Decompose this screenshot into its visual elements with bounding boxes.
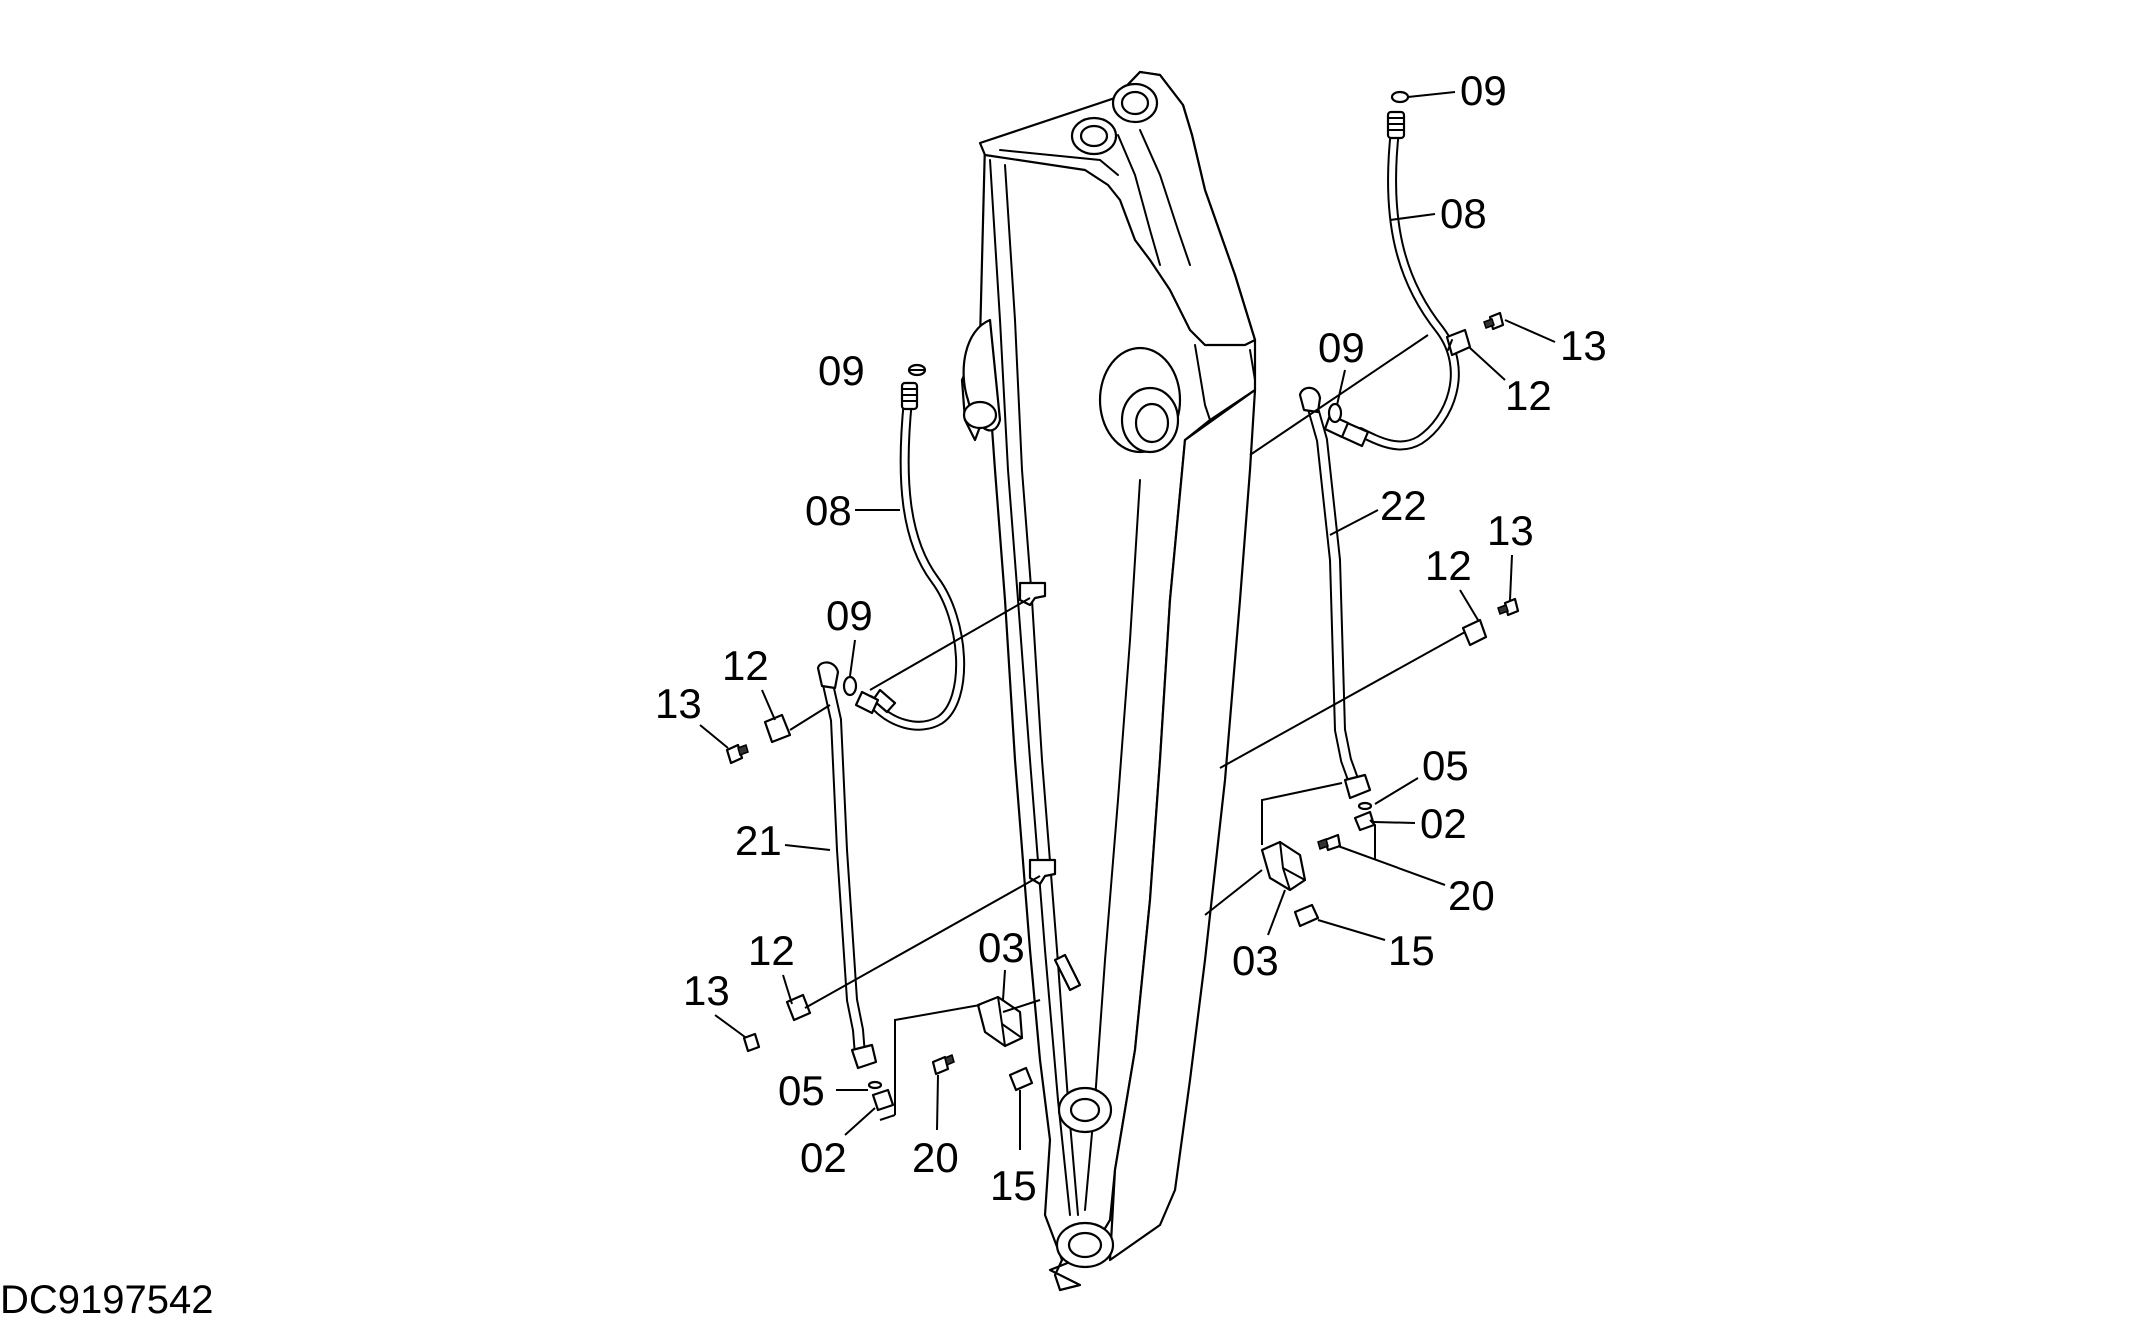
fitting-02-left [871, 1088, 895, 1112]
o-ring-05-right [1357, 801, 1373, 811]
clamp-12-right-upper [1445, 328, 1472, 357]
pipe-21 [816, 661, 878, 1070]
callout-09-left: 09 [818, 347, 865, 394]
callout-08-right: 08 [1440, 190, 1487, 237]
nut-15-left [1008, 1066, 1034, 1092]
callout-03-left: 03 [978, 924, 1025, 971]
callout-20-right: 20 [1448, 872, 1495, 919]
drawing-code: DC9197542 [0, 1278, 214, 1322]
callouts: 09 08 13 12 09 22 13 12 05 02 20 03 15 0… [655, 67, 1607, 1209]
bolt-13-left-upper [725, 743, 749, 765]
o-ring-09-mid-left [842, 675, 858, 697]
callout-13-right-lower: 13 [1487, 507, 1534, 554]
block-03-right [1260, 840, 1307, 892]
callout-13-left-upper: 13 [655, 680, 702, 727]
o-ring-09-top [1390, 90, 1410, 104]
callout-09-mid-left: 09 [826, 592, 873, 639]
callout-20-left: 20 [912, 1134, 959, 1181]
callout-09-mid-right: 09 [1318, 324, 1365, 371]
clamp-12-left-upper [763, 713, 792, 744]
callout-02-right: 02 [1420, 800, 1467, 847]
callout-12-right-lower: 12 [1425, 542, 1472, 589]
callout-13-left-lower: 13 [683, 967, 730, 1014]
clamp-12-right-lower [1461, 618, 1488, 647]
hose-08-right [1323, 110, 1460, 451]
o-ring-09-mid-right [1327, 402, 1343, 424]
block-03-left [976, 995, 1024, 1048]
callout-08-left: 08 [805, 487, 852, 534]
bolt-20-left [931, 1053, 955, 1076]
nut-15-right [1293, 903, 1320, 928]
leader-lines [699, 91, 1556, 1150]
callout-21: 21 [735, 817, 782, 864]
clamp-12-left-lower [785, 993, 812, 1022]
bolt-13-left-lower [742, 1032, 761, 1053]
o-ring-05-left [867, 1080, 883, 1090]
bolt-13-right-lower [1497, 597, 1520, 617]
callout-12-right-upper: 12 [1505, 372, 1552, 419]
callout-12-left-lower: 12 [748, 927, 795, 974]
arm-body [960, 70, 1257, 1292]
callout-05-left: 05 [778, 1067, 825, 1114]
callout-13-right-upper: 13 [1560, 322, 1607, 369]
bolt-20-right [1317, 833, 1342, 852]
hose-08-left [854, 381, 966, 731]
callout-12-left-upper: 12 [722, 642, 769, 689]
callout-09-top: 09 [1460, 67, 1507, 114]
callout-03-right: 03 [1232, 937, 1279, 984]
callout-02-left: 02 [800, 1134, 847, 1181]
callout-05-right: 05 [1422, 742, 1469, 789]
callout-15-left: 15 [990, 1162, 1037, 1209]
callout-15-right: 15 [1388, 927, 1435, 974]
pipe-22 [1298, 386, 1372, 800]
bolt-13-right-upper [1483, 311, 1505, 331]
callout-22: 22 [1380, 482, 1427, 529]
